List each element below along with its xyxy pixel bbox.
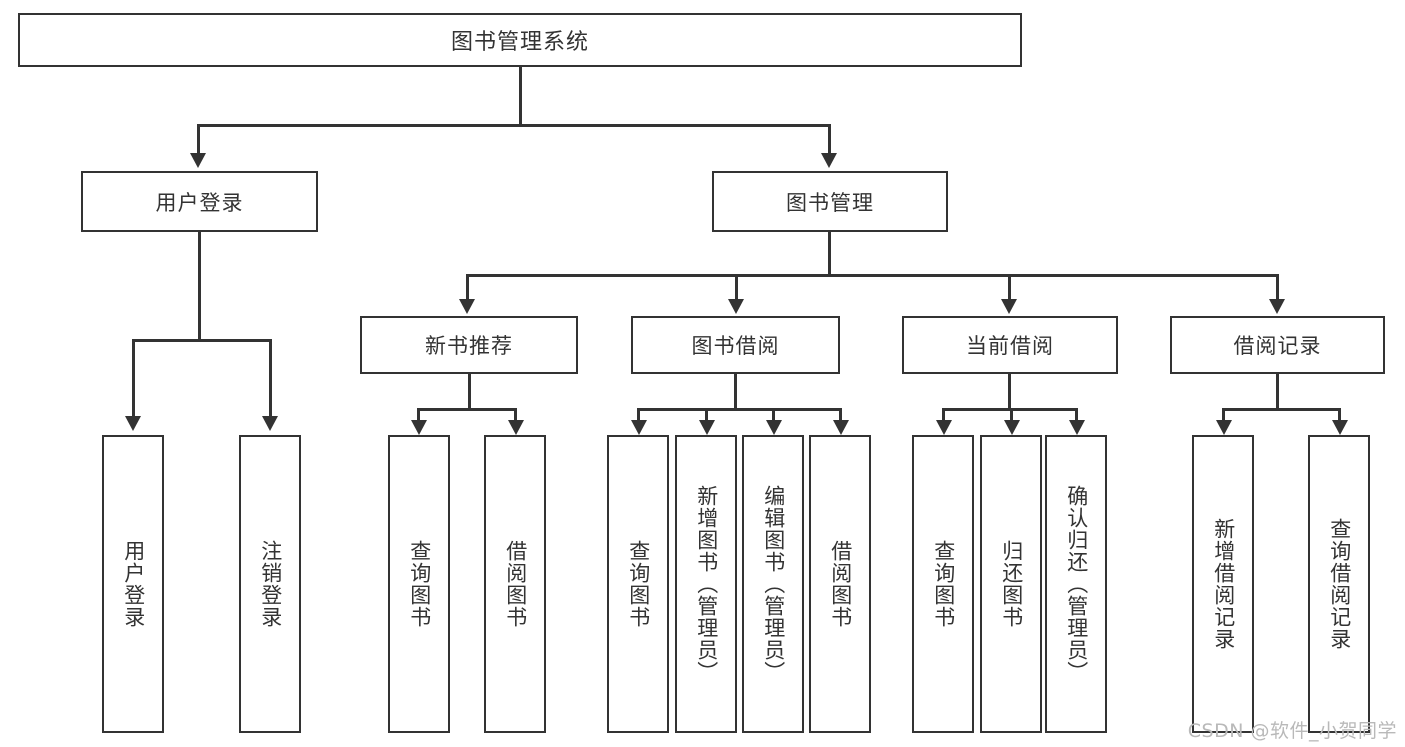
node-user-login[interactable]: 用户登录 bbox=[81, 171, 318, 232]
edge-bb-to-leaf-3 bbox=[772, 408, 775, 422]
node-label: 图书借阅 bbox=[691, 334, 780, 358]
node-label: 用户登录 bbox=[121, 540, 146, 628]
arrowhead-bb-to-leaf-3 bbox=[766, 420, 782, 435]
node-current-borrow[interactable]: 当前借阅 bbox=[902, 316, 1118, 374]
edge-user-login-to-leaf-user-login bbox=[132, 339, 135, 418]
arrowhead-nbr-to-leaf-2 bbox=[508, 420, 524, 435]
arrowhead-bm-to-new-book-recommend bbox=[459, 299, 475, 314]
edge-bb-to-leaf-1 bbox=[637, 408, 640, 422]
arrowhead-br-to-leaf-1 bbox=[1216, 420, 1232, 435]
node-label: 查询图书 bbox=[931, 540, 956, 628]
edge-nbr-to-leaf-1 bbox=[417, 408, 420, 422]
arrowhead-nbr-to-leaf-1 bbox=[411, 420, 427, 435]
edge-user-login-to-leaf-logout bbox=[269, 339, 272, 418]
node-label: 借阅图书 bbox=[828, 540, 853, 628]
node-new-book-recommend[interactable]: 新书推荐 bbox=[360, 316, 578, 374]
edge-bm-to-book-borrow bbox=[735, 274, 738, 302]
edge-user-login-trunk bbox=[198, 232, 201, 339]
edge-cb-trunk bbox=[1008, 374, 1011, 408]
edge-bb-to-leaf-4 bbox=[839, 408, 842, 422]
edge-root-trunk bbox=[519, 67, 522, 124]
arrowhead-bm-to-borrow-record bbox=[1269, 299, 1285, 314]
node-label: 查询借阅记录 bbox=[1327, 518, 1352, 650]
edge-cb-to-leaf-2 bbox=[1010, 408, 1013, 422]
arrowhead-cb-to-leaf-3 bbox=[1069, 420, 1085, 435]
node-label: 借阅记录 bbox=[1233, 334, 1322, 358]
node-label: 新增借阅记录 bbox=[1211, 518, 1236, 650]
edge-book-management-bus bbox=[466, 274, 1276, 277]
node-root-book-management-system[interactable]: 图书管理系统 bbox=[18, 13, 1022, 67]
arrowhead-bm-to-book-borrow bbox=[728, 299, 744, 314]
edge-br-to-leaf-1 bbox=[1222, 408, 1225, 422]
arrowhead-cb-to-leaf-1 bbox=[936, 420, 952, 435]
node-leaf-query-book-1[interactable]: 查询图书 bbox=[388, 435, 450, 733]
arrowhead-root-to-book-management bbox=[821, 153, 837, 168]
node-leaf-edit-book[interactable]: 编辑图书（管理员） bbox=[742, 435, 804, 733]
arrowhead-user-login-to-leaf-user-login bbox=[125, 416, 141, 431]
node-leaf-return-book[interactable]: 归还图书 bbox=[980, 435, 1042, 733]
node-leaf-confirm-return[interactable]: 确认归还（管理员） bbox=[1045, 435, 1107, 733]
node-label: 新书推荐 bbox=[425, 334, 513, 358]
node-label: 注销登录 bbox=[258, 540, 283, 628]
edge-bm-to-borrow-record bbox=[1276, 274, 1279, 302]
arrowhead-bb-to-leaf-1 bbox=[631, 420, 647, 435]
csdn-watermark: CSDN @软件_小贺同学 bbox=[1187, 720, 1397, 742]
arrowhead-root-to-user-login bbox=[190, 153, 206, 168]
edge-cb-to-leaf-3 bbox=[1075, 408, 1078, 422]
edge-bm-to-current-borrow bbox=[1008, 274, 1011, 302]
node-leaf-query-record[interactable]: 查询借阅记录 bbox=[1308, 435, 1370, 733]
node-leaf-add-record[interactable]: 新增借阅记录 bbox=[1192, 435, 1254, 733]
edge-bm-to-new-book-recommend bbox=[466, 274, 469, 302]
arrowhead-user-login-to-leaf-logout bbox=[262, 416, 278, 431]
node-label: 新增图书（管理员） bbox=[694, 485, 719, 683]
node-label: 查询图书 bbox=[407, 540, 432, 628]
arrowhead-br-to-leaf-2 bbox=[1332, 420, 1348, 435]
node-book-borrow[interactable]: 图书借阅 bbox=[631, 316, 840, 374]
node-leaf-query-book-3[interactable]: 查询图书 bbox=[912, 435, 974, 733]
node-label: 编辑图书（管理员） bbox=[761, 485, 786, 683]
node-leaf-user-login[interactable]: 用户登录 bbox=[102, 435, 164, 733]
node-label: 借阅图书 bbox=[503, 540, 528, 628]
edge-root-to-book-management bbox=[828, 124, 831, 156]
edge-nbr-bus bbox=[417, 408, 517, 411]
arrowhead-bb-to-leaf-2 bbox=[699, 420, 715, 435]
node-leaf-borrow-book-2[interactable]: 借阅图书 bbox=[809, 435, 871, 733]
arrowhead-bb-to-leaf-4 bbox=[833, 420, 849, 435]
edge-nbr-to-leaf-2 bbox=[514, 408, 517, 422]
edge-cb-to-leaf-1 bbox=[942, 408, 945, 422]
node-label: 图书管理系统 bbox=[450, 30, 589, 55]
arrowhead-bm-to-current-borrow bbox=[1001, 299, 1017, 314]
edge-bb-to-leaf-2 bbox=[705, 408, 708, 422]
edge-br-to-leaf-2 bbox=[1338, 408, 1341, 422]
edge-bb-bus bbox=[637, 408, 841, 411]
node-label: 查询图书 bbox=[626, 540, 651, 628]
edge-br-bus bbox=[1222, 408, 1341, 411]
node-label: 确认归还（管理员） bbox=[1064, 485, 1089, 683]
edge-user-login-bus bbox=[132, 339, 272, 342]
edge-book-management-trunk bbox=[828, 232, 831, 274]
edge-root-bus bbox=[197, 124, 831, 127]
edge-cb-bus bbox=[942, 408, 1077, 411]
node-book-management[interactable]: 图书管理 bbox=[712, 171, 948, 232]
node-label: 图书管理 bbox=[786, 190, 874, 215]
node-label: 用户登录 bbox=[155, 190, 244, 215]
node-leaf-borrow-book-1[interactable]: 借阅图书 bbox=[484, 435, 546, 733]
edge-root-to-user-login bbox=[197, 124, 200, 156]
edge-bb-trunk bbox=[734, 374, 737, 408]
node-leaf-query-book-2[interactable]: 查询图书 bbox=[607, 435, 669, 733]
node-leaf-logout[interactable]: 注销登录 bbox=[239, 435, 301, 733]
node-label: 当前借阅 bbox=[966, 334, 1054, 358]
edge-br-trunk bbox=[1276, 374, 1279, 408]
node-borrow-record[interactable]: 借阅记录 bbox=[1170, 316, 1385, 374]
arrowhead-cb-to-leaf-2 bbox=[1004, 420, 1020, 435]
node-leaf-add-book[interactable]: 新增图书（管理员） bbox=[675, 435, 737, 733]
edge-nbr-trunk bbox=[468, 374, 471, 408]
node-label: 归还图书 bbox=[999, 540, 1024, 628]
